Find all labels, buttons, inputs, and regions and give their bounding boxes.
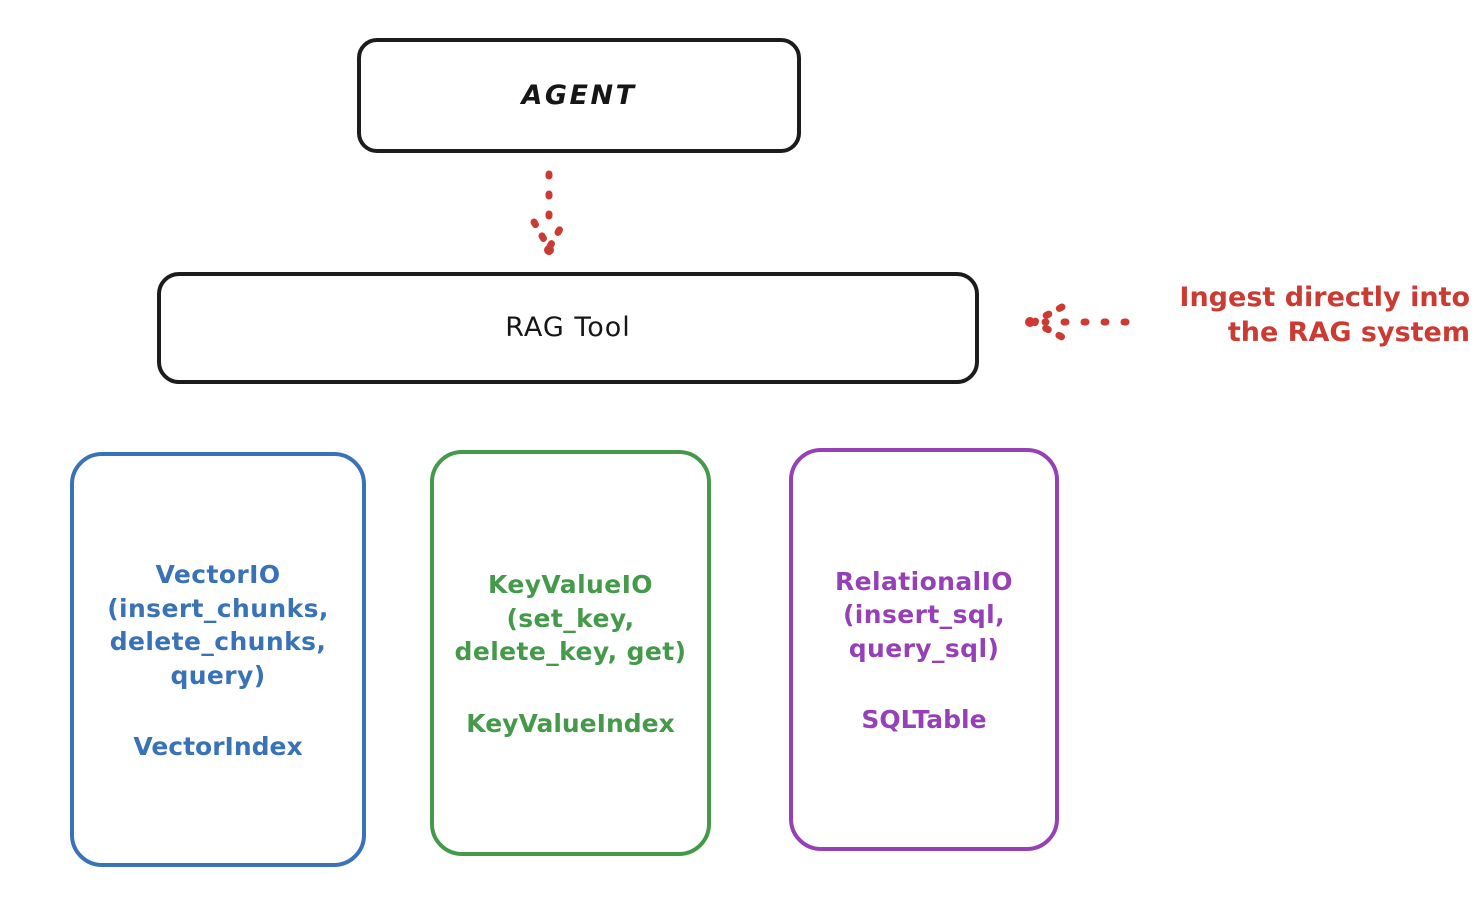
node-rag-tool[interactable]: RAG Tool	[157, 272, 979, 384]
node-relational-io-label: RelationalIO (insert_sql, query_sql)	[835, 566, 1013, 663]
node-agent-label: AGENT	[521, 79, 637, 111]
node-agent[interactable]: AGENT	[357, 38, 801, 153]
node-relational-io-sublabel: SQLTable	[861, 705, 987, 735]
node-key-value-io-sublabel: KeyValueIndex	[466, 708, 675, 738]
node-vector-io[interactable]: VectorIO (insert_chunks, delete_chunks, …	[70, 452, 366, 867]
arrow-ingest-to-rag-tool	[1025, 303, 1130, 341]
node-vector-io-label: VectorIO (insert_chunks, delete_chunks, …	[107, 560, 329, 690]
node-rag-tool-label: RAG Tool	[505, 312, 631, 344]
annotation-ingest: Ingest directly into the RAG system	[1179, 282, 1470, 348]
node-key-value-io[interactable]: KeyValueIO (set_key, delete_key, get) Ke…	[430, 450, 711, 856]
node-key-value-io-label: KeyValueIO (set_key, delete_key, get)	[454, 570, 687, 667]
arrow-agent-to-rag-tool	[530, 170, 568, 255]
node-vector-io-sublabel: VectorIndex	[133, 732, 303, 761]
node-relational-io[interactable]: RelationalIO (insert_sql, query_sql) SQL…	[789, 448, 1059, 851]
